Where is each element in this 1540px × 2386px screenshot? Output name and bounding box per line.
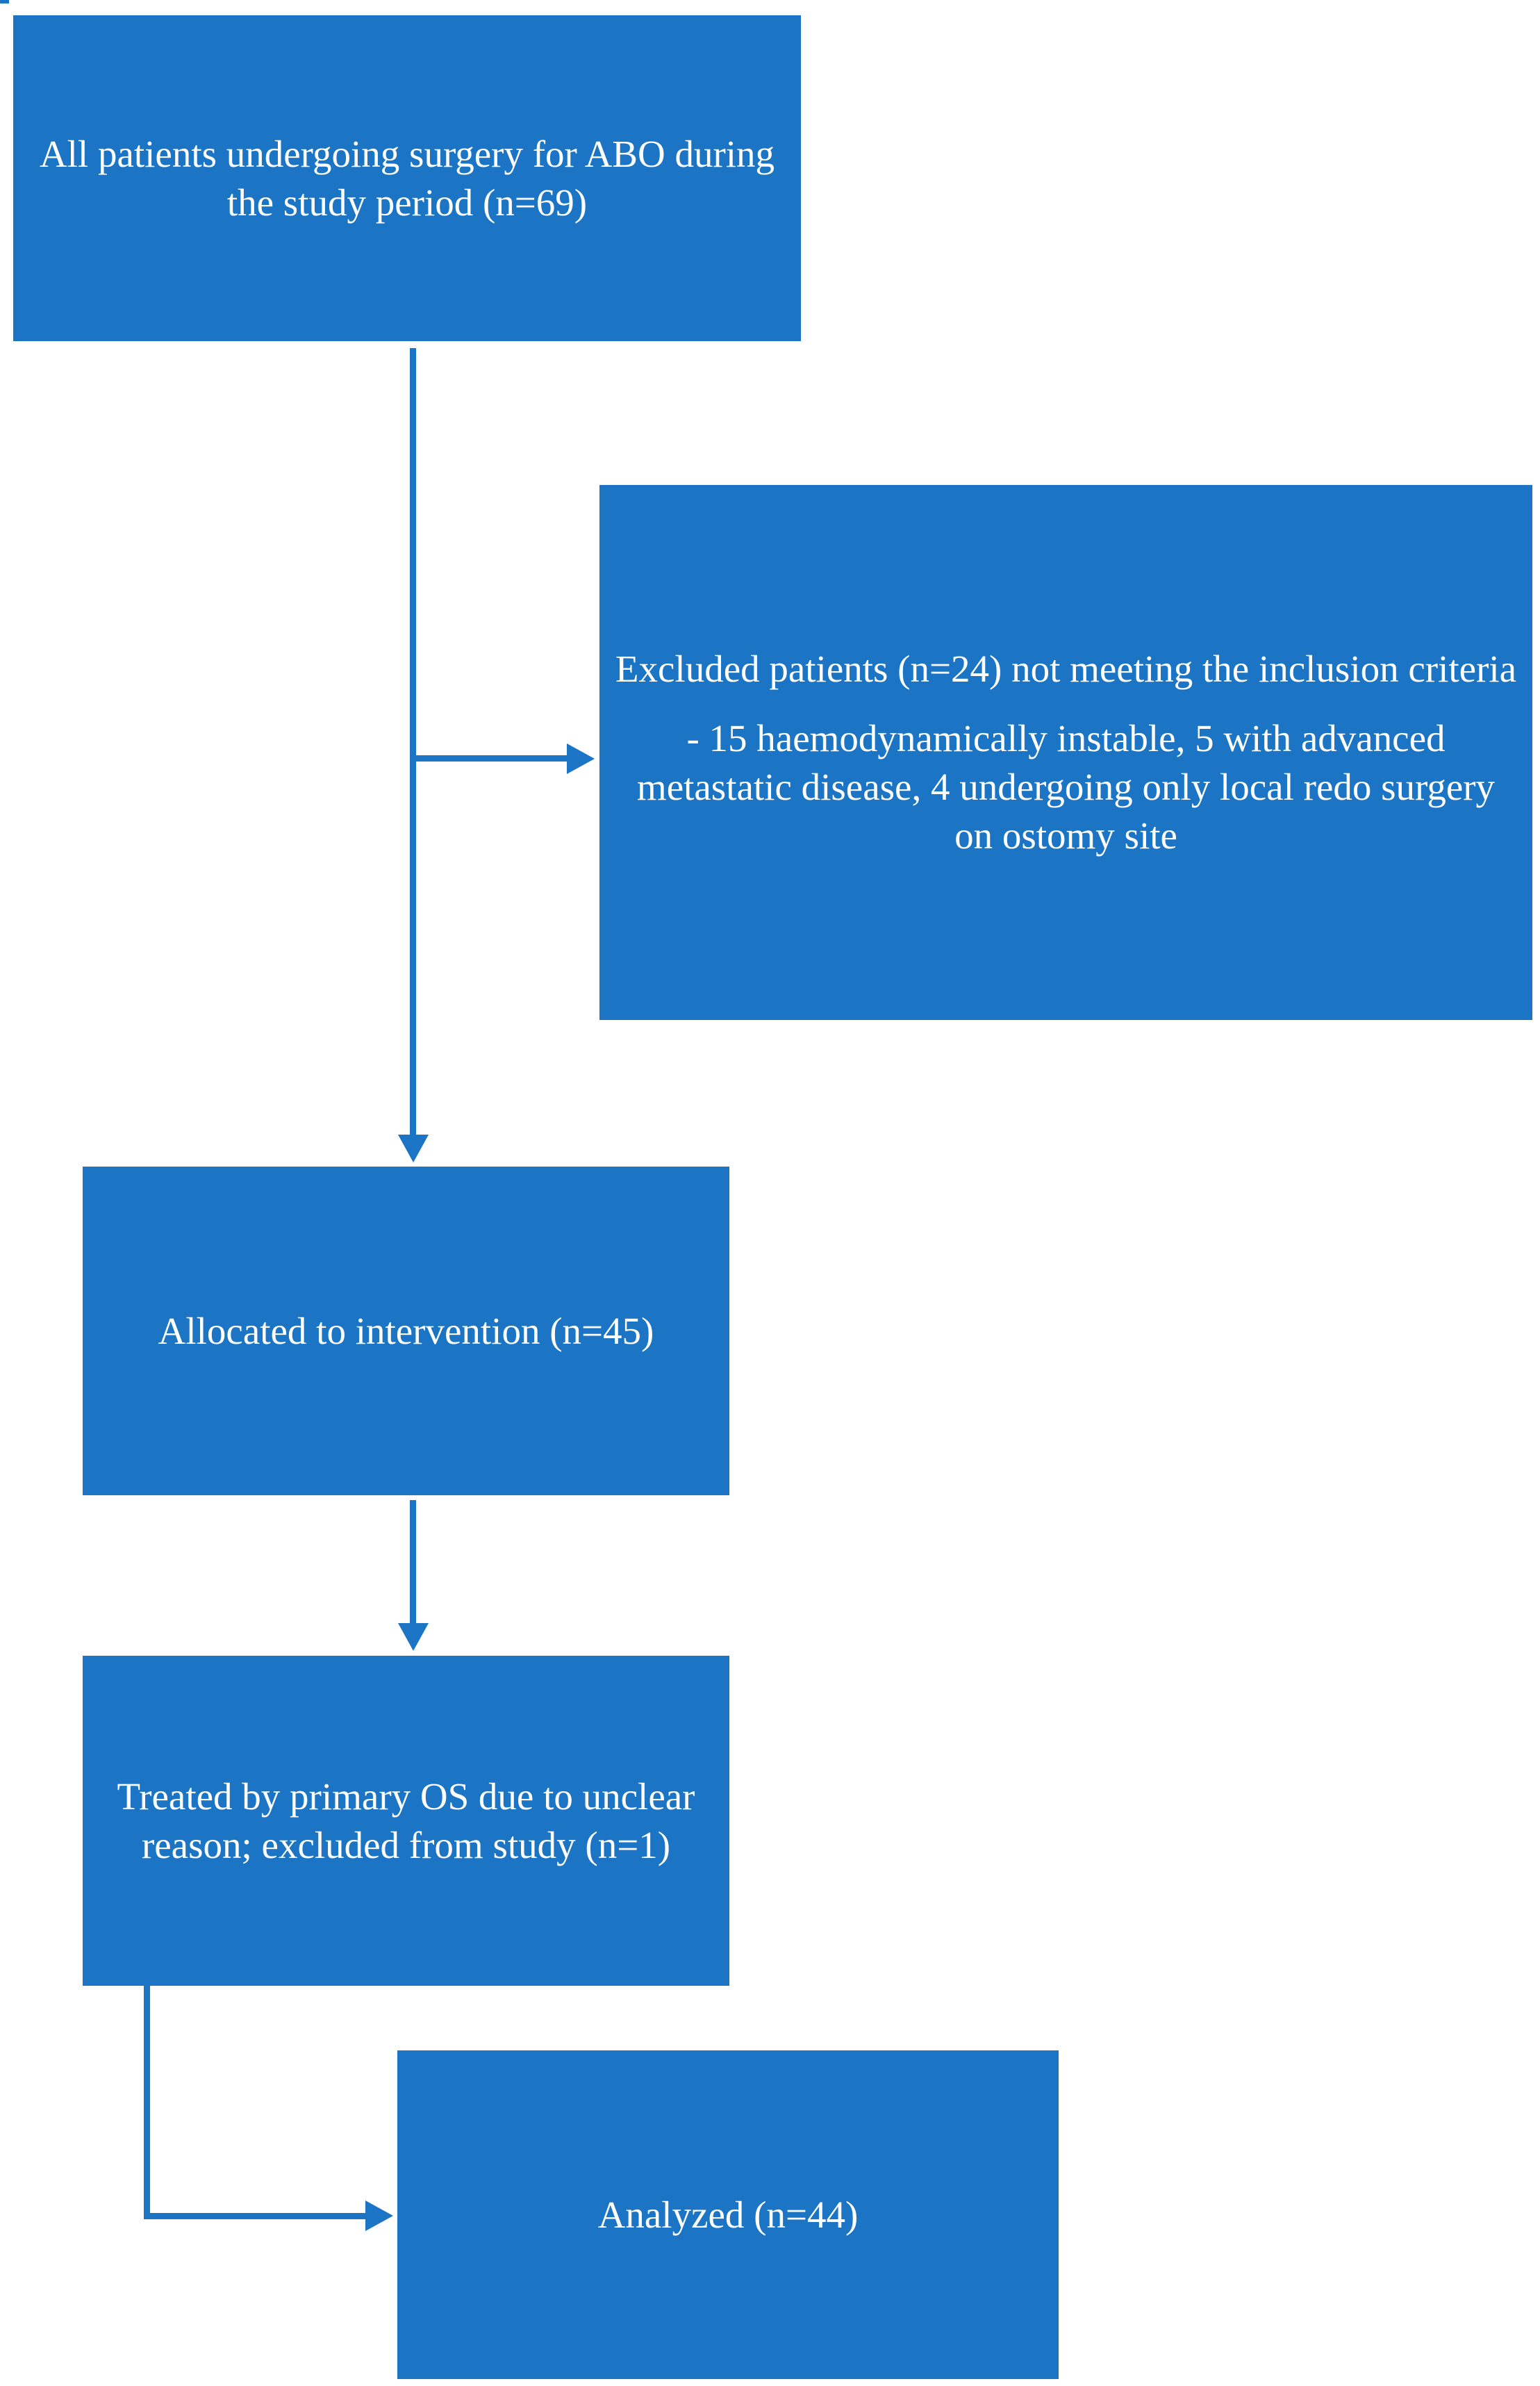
connector-treated-elbow-horizontal xyxy=(144,2213,367,2219)
box-excluded: Excluded patients (n=24) not meeting the… xyxy=(599,485,1532,1020)
box-analyzed: Analyzed (n=44) xyxy=(397,2050,1059,2379)
box-allocated: Allocated to intervention (n=45) xyxy=(83,1167,729,1495)
arrow-head-down-allocated xyxy=(398,1135,429,1162)
connector-treated-elbow-vertical xyxy=(144,1986,150,2219)
box-allocated-label: Allocated to intervention (n=45) xyxy=(158,1309,654,1352)
box-enrollment: All patients undergoing surgery for ABO … xyxy=(13,15,801,341)
arrow-head-right-analyzed xyxy=(365,2200,393,2231)
box-treated-label: Treated by primary OS due to unclear rea… xyxy=(117,1775,695,1866)
arrow-head-right-excluded xyxy=(567,743,595,774)
box-analyzed-label: Analyzed (n=44) xyxy=(597,2193,859,2236)
box-enrollment-label: All patients undergoing surgery for ABO … xyxy=(39,132,775,224)
connector-branch-to-excluded xyxy=(413,755,568,762)
arrow-head-down-treated xyxy=(398,1623,429,1651)
connector-enrollment-to-allocated xyxy=(410,348,416,1136)
box-excluded-details: - 15 haemodynamically instable, 5 with a… xyxy=(636,717,1496,857)
box-treated: Treated by primary OS due to unclear rea… xyxy=(83,1656,729,1986)
box-excluded-heading: Excluded patients (n=24) not meeting the… xyxy=(615,648,1517,691)
connector-allocated-to-treated xyxy=(410,1500,416,1624)
corner-artifact xyxy=(0,0,9,3)
